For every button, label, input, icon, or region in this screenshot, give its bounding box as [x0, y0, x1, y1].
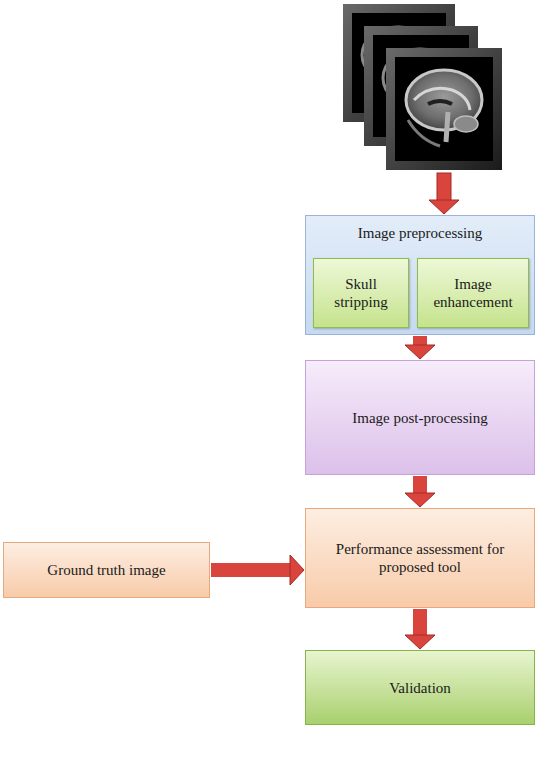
process-box: Image post-processing	[305, 360, 535, 475]
arrow-head	[290, 555, 304, 585]
arrow-head	[405, 635, 435, 649]
flow-arrow	[405, 476, 435, 507]
box-label: Ground truth image	[47, 561, 165, 579]
box-label: Image post-processing	[352, 409, 487, 427]
arrow-head	[405, 493, 435, 507]
flow-arrow	[405, 336, 435, 359]
process-box: Performance assessment for proposed tool	[305, 508, 535, 608]
result-box: Validation	[305, 650, 535, 725]
box-label: Validation	[389, 679, 451, 697]
box-label: Image enhancement	[426, 275, 520, 311]
process-box: Image enhancement	[417, 258, 529, 328]
arrow-shaft	[413, 476, 427, 494]
flow-arrow	[211, 555, 304, 585]
arrow-shaft	[413, 609, 427, 636]
band-heading: Image preprocessing	[306, 224, 534, 242]
arrow-shaft	[211, 563, 291, 577]
input-arrow	[429, 173, 459, 214]
box-label: Skull stripping	[322, 275, 400, 311]
mri-slice-front	[386, 48, 502, 170]
box-label: Performance assessment for proposed tool	[314, 540, 526, 576]
stage-band: Image preprocessingSkull stripping Image …	[305, 215, 535, 335]
arrow-head	[405, 345, 435, 359]
process-box: Skull stripping	[313, 258, 409, 328]
input-box: Ground truth image	[3, 542, 210, 598]
flow-arrow	[405, 609, 435, 649]
